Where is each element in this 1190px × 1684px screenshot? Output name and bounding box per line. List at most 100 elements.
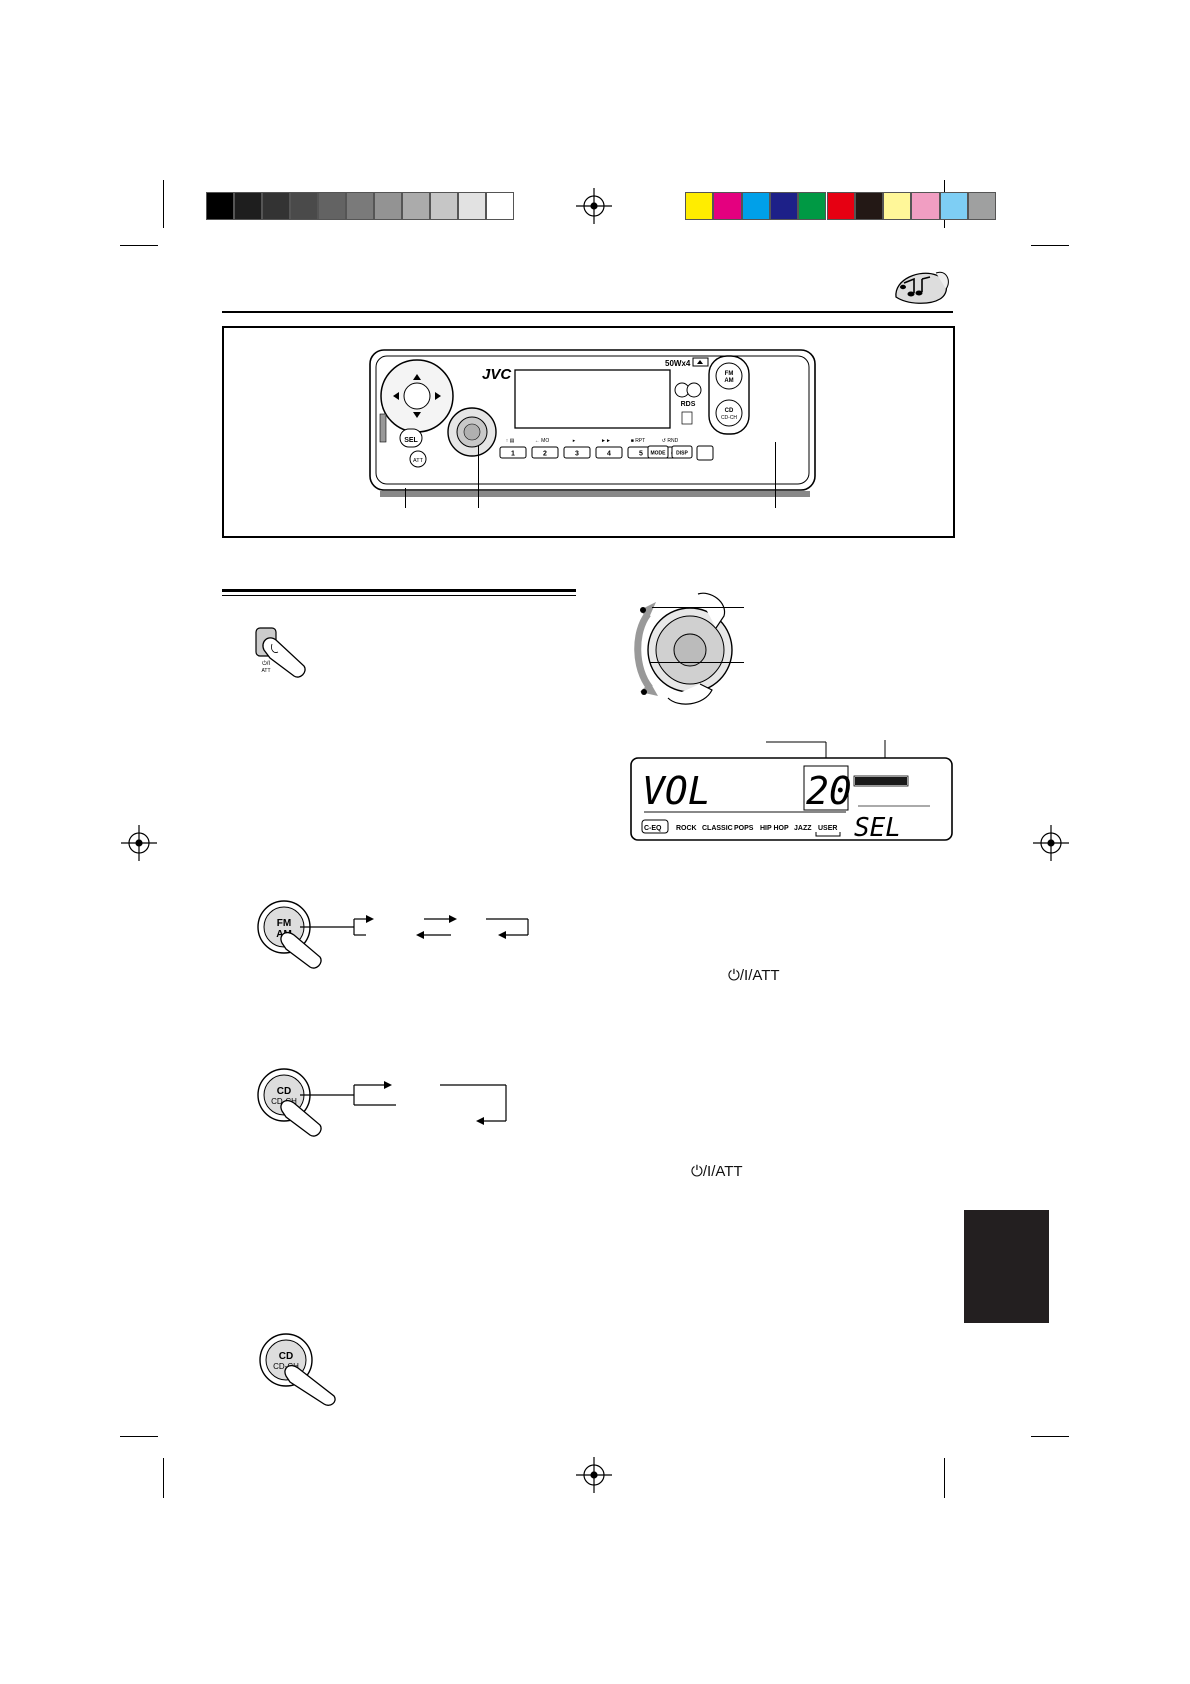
gray-swatch <box>206 192 234 220</box>
color-swatch <box>769 192 799 220</box>
panel-sel-label: SEL <box>404 437 418 444</box>
section-rule <box>222 589 576 592</box>
callout-line-att <box>405 488 406 508</box>
preset-function-label: ↺ RND <box>662 438 679 444</box>
thumb-icon <box>697 592 726 629</box>
color-swatch <box>713 192 742 220</box>
preset-button <box>595 446 623 459</box>
preset-button-label: 3 <box>575 451 579 458</box>
model-label: 50Wx4 <box>665 359 691 368</box>
eq-mode-label: JAZZ <box>794 825 812 832</box>
color-swatch <box>826 192 855 220</box>
callout-line-volume <box>478 446 479 508</box>
eq-mode-label: POPS <box>734 825 754 832</box>
panel-att-label: ATT <box>413 458 424 464</box>
preset-button <box>499 446 527 459</box>
brand-logo: JVC <box>482 366 512 383</box>
panel-aux-button <box>696 445 714 461</box>
gray-swatch <box>290 192 318 220</box>
eject-icon <box>697 360 703 364</box>
cd-label: CD <box>277 1086 291 1097</box>
crosshair-right-icon <box>1033 825 1069 861</box>
cd-cycle-arrows <box>300 1084 507 1122</box>
panel-fm-label: FM <box>725 371 734 377</box>
panel-fm-am-button <box>715 362 743 390</box>
panel-disp-label: DISP <box>676 451 688 457</box>
callout-line-up <box>652 607 744 608</box>
fm-am-button-illustration: FM AM <box>257 900 529 969</box>
panel-mode-label: MODE <box>651 451 667 457</box>
preset-function-label: ►► <box>601 438 611 444</box>
fm-am-cycle-arrows <box>300 918 529 936</box>
color-swatch <box>854 192 884 220</box>
svg-text:⏻/I: ⏻/I <box>262 660 270 667</box>
rotation-arrow <box>634 611 653 691</box>
callout-line-down <box>650 662 744 663</box>
color-swatch <box>741 192 770 220</box>
car-receiver-illustration: SEL ATT JVC 50Wx4 RDS FM AM CD CD-CH ↑ ▤… <box>369 349 816 497</box>
power-att-button <box>379 413 387 443</box>
crosshair-top-icon <box>576 188 612 224</box>
volume-knob-icon <box>673 633 707 667</box>
language-section-tab <box>964 1210 1049 1323</box>
gray-swatch <box>262 192 290 220</box>
panel-cdch-label: CD-CH <box>721 415 737 421</box>
panel-cd-label: CD <box>725 408 734 414</box>
svg-text:ATT: ATT <box>261 668 270 674</box>
power-button-press-illustration: ⏻/I ATT <box>255 627 306 678</box>
preset-button-label: 2 <box>543 451 547 458</box>
preset-labels-row: ↑ ▤← MO▸►►■ RPT↺ RND <box>506 438 679 444</box>
color-swatch <box>685 192 714 220</box>
lcd-mode-text: VOL <box>642 769 711 813</box>
preset-function-label: ← MO <box>535 438 550 444</box>
color-swatch <box>798 192 827 220</box>
preset-button <box>531 446 559 459</box>
cdch-label-2: CD-CH <box>273 1362 299 1371</box>
preset-button-label: 5 <box>639 451 643 458</box>
crosshair-bottom-icon <box>576 1457 612 1493</box>
rds-logo: RDS <box>681 401 696 408</box>
cd-button-illustration: CD CD-CH <box>257 1068 507 1137</box>
color-swatch <box>939 192 968 220</box>
gray-swatch <box>458 192 486 220</box>
cd-label-2: CD <box>279 1351 293 1362</box>
finger-icon <box>262 637 306 678</box>
panel-display-window <box>514 369 671 429</box>
eq-mode-frame <box>641 819 669 834</box>
gray-swatch <box>234 192 262 220</box>
panel-mode-button <box>647 445 669 459</box>
preset-button <box>563 446 591 459</box>
eq-selected-marker <box>815 832 841 837</box>
panel-disp-button <box>671 445 693 459</box>
color-swatch <box>968 192 997 220</box>
power-att-label-2: ⏻/I/ATT <box>691 1163 743 1180</box>
preset-button-label: 4 <box>607 451 611 458</box>
eq-mode-label: USER <box>818 825 837 832</box>
power-att-label-1: ⏻/I/ATT <box>728 967 780 984</box>
callout-line-source <box>775 442 776 508</box>
finger-icon <box>667 683 713 705</box>
panel-am-label: AM <box>724 378 733 384</box>
preset-function-label: ■ RPT <box>631 438 645 444</box>
volume-level-meter <box>853 775 909 787</box>
music-notes-icon <box>895 271 949 304</box>
panel-cd-button <box>715 399 743 427</box>
panel-sel-button <box>399 428 423 448</box>
eq-mode-label: HIP HOP <box>760 825 789 832</box>
panel-att-button <box>409 450 427 468</box>
eq-mode-label: C-EQ <box>644 825 662 832</box>
preset-button-label: 1 <box>511 451 515 458</box>
preset-function-label: ↑ ▤ <box>506 438 515 444</box>
gray-swatch <box>318 192 346 220</box>
gray-swatch <box>374 192 402 220</box>
gray-swatch <box>346 192 374 220</box>
eq-mode-label: ROCK <box>676 825 697 832</box>
fm-label: FM <box>277 918 291 929</box>
color-swatch <box>883 192 912 220</box>
gray-swatch <box>430 192 458 220</box>
crosshair-left-icon <box>121 825 157 861</box>
finger-icon <box>280 931 322 969</box>
